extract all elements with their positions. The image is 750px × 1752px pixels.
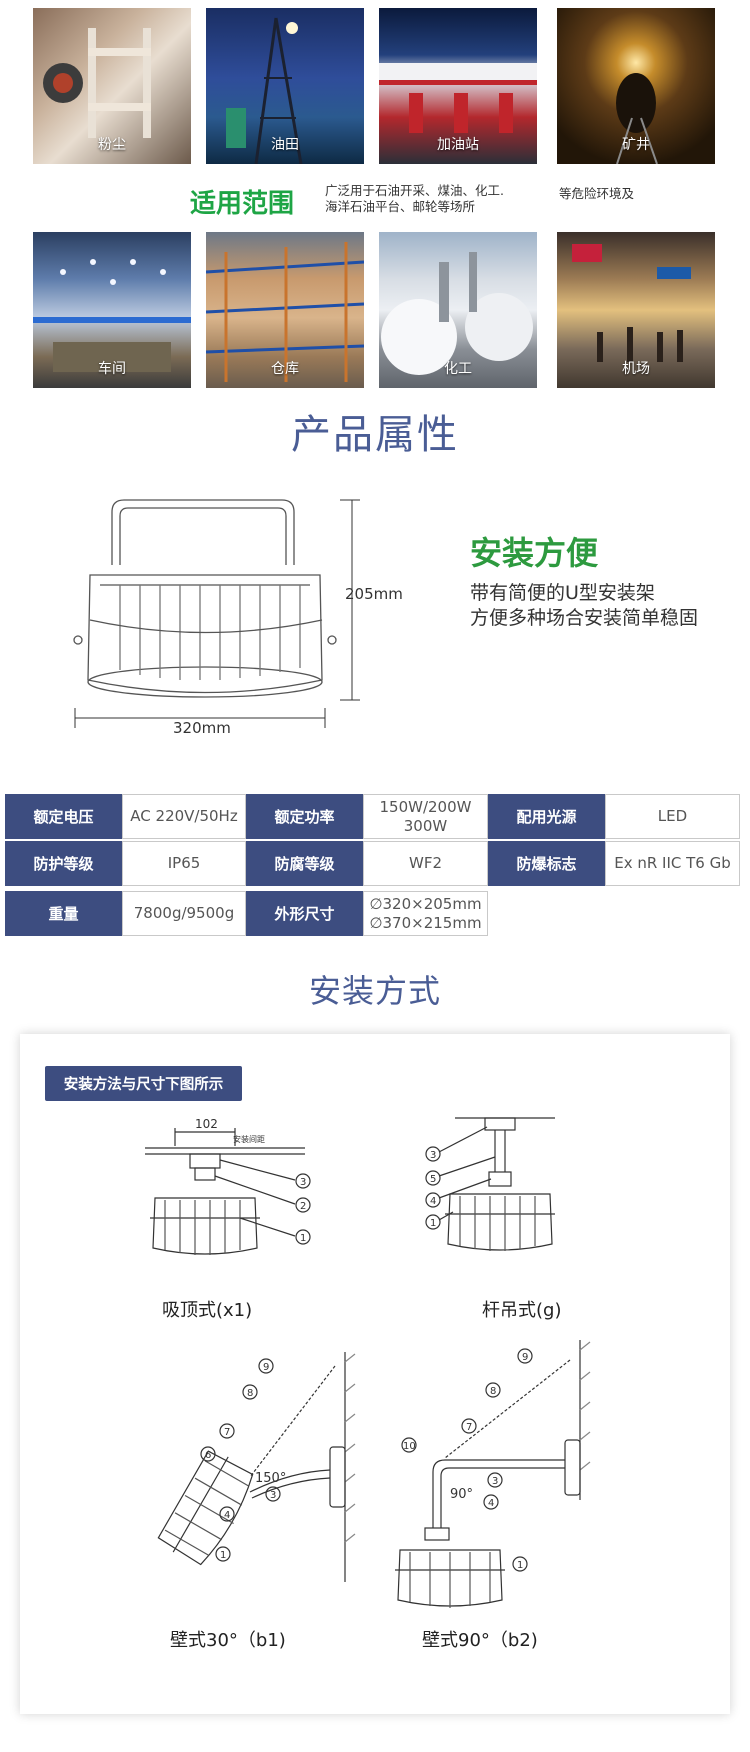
- spec-val-explosion: Ex nR IIC T6 Gb: [605, 841, 740, 886]
- scene-warehouse-label: 仓库: [271, 361, 299, 377]
- svg-text:4: 4: [224, 1510, 230, 1521]
- rated-power-line-2: 300W: [403, 816, 448, 835]
- install-badge: 安装方法与尺寸下图所示: [45, 1066, 242, 1101]
- pole-mount-diagram: 3 5 4 1: [425, 1117, 555, 1251]
- scope-line-1: 广泛用于石油开采、煤油、化工.: [325, 183, 504, 198]
- svg-text:8: 8: [247, 1388, 253, 1399]
- easy-install-title: 安装方便: [470, 534, 599, 572]
- scope-extra: 等危险环境及: [559, 186, 635, 201]
- svg-text:10: 10: [403, 1441, 416, 1452]
- spec-key-anticorrosion: 防腐等级: [246, 841, 363, 886]
- width-dimension-label: 320mm: [173, 719, 231, 737]
- svg-text:3: 3: [300, 1177, 306, 1188]
- mine-scene-image: [616, 73, 658, 164]
- wall-30-mount-diagram: 9 8 7 6 4 3 1 150°: [157, 1352, 356, 1582]
- spec-key-rated-power: 额定功率: [246, 794, 363, 839]
- oilfield-scene-image: [226, 17, 303, 164]
- svg-text:1: 1: [220, 1550, 226, 1561]
- spec-val-weight: 7800g/9500g: [122, 891, 246, 936]
- wall-30-caption: 壁式30°（b1): [170, 1630, 286, 1651]
- scene-chemical-photo: 化工: [379, 232, 537, 388]
- svg-text:4: 4: [488, 1498, 494, 1509]
- rated-power-line-1: 150W/200W: [379, 797, 472, 816]
- scope-title: 适用范围: [190, 189, 295, 219]
- attributes-title: 产品属性: [291, 412, 459, 458]
- spec-val-size: ∅320×205mm ∅370×215mm: [363, 891, 488, 936]
- scene-gas-station-photo: 加油站: [379, 8, 537, 164]
- svg-text:9: 9: [263, 1362, 269, 1373]
- ceiling-mount-caption: 吸顶式(x1): [162, 1300, 253, 1321]
- install-card: [20, 1034, 730, 1714]
- scope-line-2: 海洋石油平台、邮轮等场所: [325, 199, 476, 214]
- warehouse-scene-image: [206, 242, 364, 382]
- scene-warehouse-photo: 仓库: [206, 232, 364, 388]
- wall-90-caption: 壁式90°（b2): [422, 1630, 538, 1651]
- size-line-2: ∅370×215mm: [369, 913, 482, 932]
- dust-scene-image: [43, 28, 151, 138]
- spec-key-size: 外形尺寸: [246, 891, 363, 936]
- scene-airport-label: 机场: [622, 361, 650, 377]
- svg-text:4: 4: [430, 1196, 436, 1207]
- lamp-dimension-drawing: [73, 499, 360, 728]
- install-title: 安装方式: [308, 972, 441, 1010]
- angle-150-label: 150°: [255, 1471, 286, 1486]
- scene-oilfield-photo: 油田: [206, 8, 364, 164]
- airport-scene-image: [572, 244, 691, 362]
- scene-workshop-label: 车间: [98, 361, 126, 377]
- svg-text:5: 5: [430, 1174, 436, 1185]
- svg-text:8: 8: [490, 1386, 496, 1397]
- height-dimension-label: 205mm: [345, 585, 403, 603]
- scene-dust-label: 粉尘: [98, 137, 126, 153]
- spec-key-protection: 防护等级: [5, 841, 122, 886]
- svg-text:3: 3: [270, 1490, 276, 1501]
- easy-install-line-1: 带有简便的U型安装架: [470, 582, 655, 604]
- scene-chemical-label: 化工: [444, 361, 472, 377]
- svg-text:1: 1: [517, 1560, 523, 1571]
- scene-dust-photo: 粉尘: [33, 8, 191, 164]
- wall-90-mount-diagram: 9 8 7 10 3 4 1 90°: [395, 1340, 591, 1608]
- spec-key-explosion: 防爆标志: [488, 841, 605, 886]
- svg-text:9: 9: [522, 1352, 528, 1363]
- svg-text:3: 3: [430, 1150, 436, 1161]
- scene-oilfield-label: 油田: [271, 137, 299, 153]
- svg-text:2: 2: [300, 1201, 306, 1212]
- spacing-label: 安装间距: [233, 1134, 265, 1144]
- pole-mount-caption: 杆吊式(g): [482, 1300, 562, 1321]
- svg-text:7: 7: [466, 1422, 472, 1433]
- svg-text:3: 3: [492, 1476, 498, 1487]
- scene-mine-label: 矿井: [622, 137, 650, 153]
- gas-station-scene-image: [379, 63, 537, 133]
- scene-mine-photo: 矿井: [557, 8, 715, 164]
- chemical-scene-image: [381, 252, 533, 375]
- spacing-value: 102: [195, 1118, 218, 1131]
- scope-description: 广泛用于石油开采、煤油、化工. 海洋石油平台、邮轮等场所: [325, 183, 525, 215]
- svg-text:1: 1: [300, 1233, 306, 1244]
- spec-key-light-source: 配用光源: [488, 794, 605, 839]
- angle-90-label: 90°: [450, 1487, 473, 1502]
- spec-val-anticorrosion: WF2: [363, 841, 488, 886]
- spec-val-protection: IP65: [122, 841, 246, 886]
- scene-airport-photo: 机场: [557, 232, 715, 388]
- spec-val-rated-voltage: AC 220V/50Hz: [122, 794, 246, 839]
- svg-text:6: 6: [205, 1450, 211, 1461]
- spec-key-rated-voltage: 额定电压: [5, 794, 122, 839]
- spec-val-rated-power: 150W/200W 300W: [363, 794, 488, 839]
- svg-text:1: 1: [430, 1218, 436, 1229]
- scene-gas-station-label: 加油站: [437, 137, 479, 153]
- spec-key-weight: 重量: [5, 891, 122, 936]
- workshop-scene-image: [33, 259, 191, 372]
- size-line-1: ∅320×205mm: [369, 894, 482, 913]
- ceiling-mount-diagram: 3 2 1 102 安装间距: [145, 1118, 311, 1255]
- svg-text:7: 7: [224, 1427, 230, 1438]
- spec-val-light-source: LED: [605, 794, 740, 839]
- scene-workshop-photo: 车间: [33, 232, 191, 388]
- easy-install-line-2: 方便多种场合安装简单稳固: [470, 607, 699, 629]
